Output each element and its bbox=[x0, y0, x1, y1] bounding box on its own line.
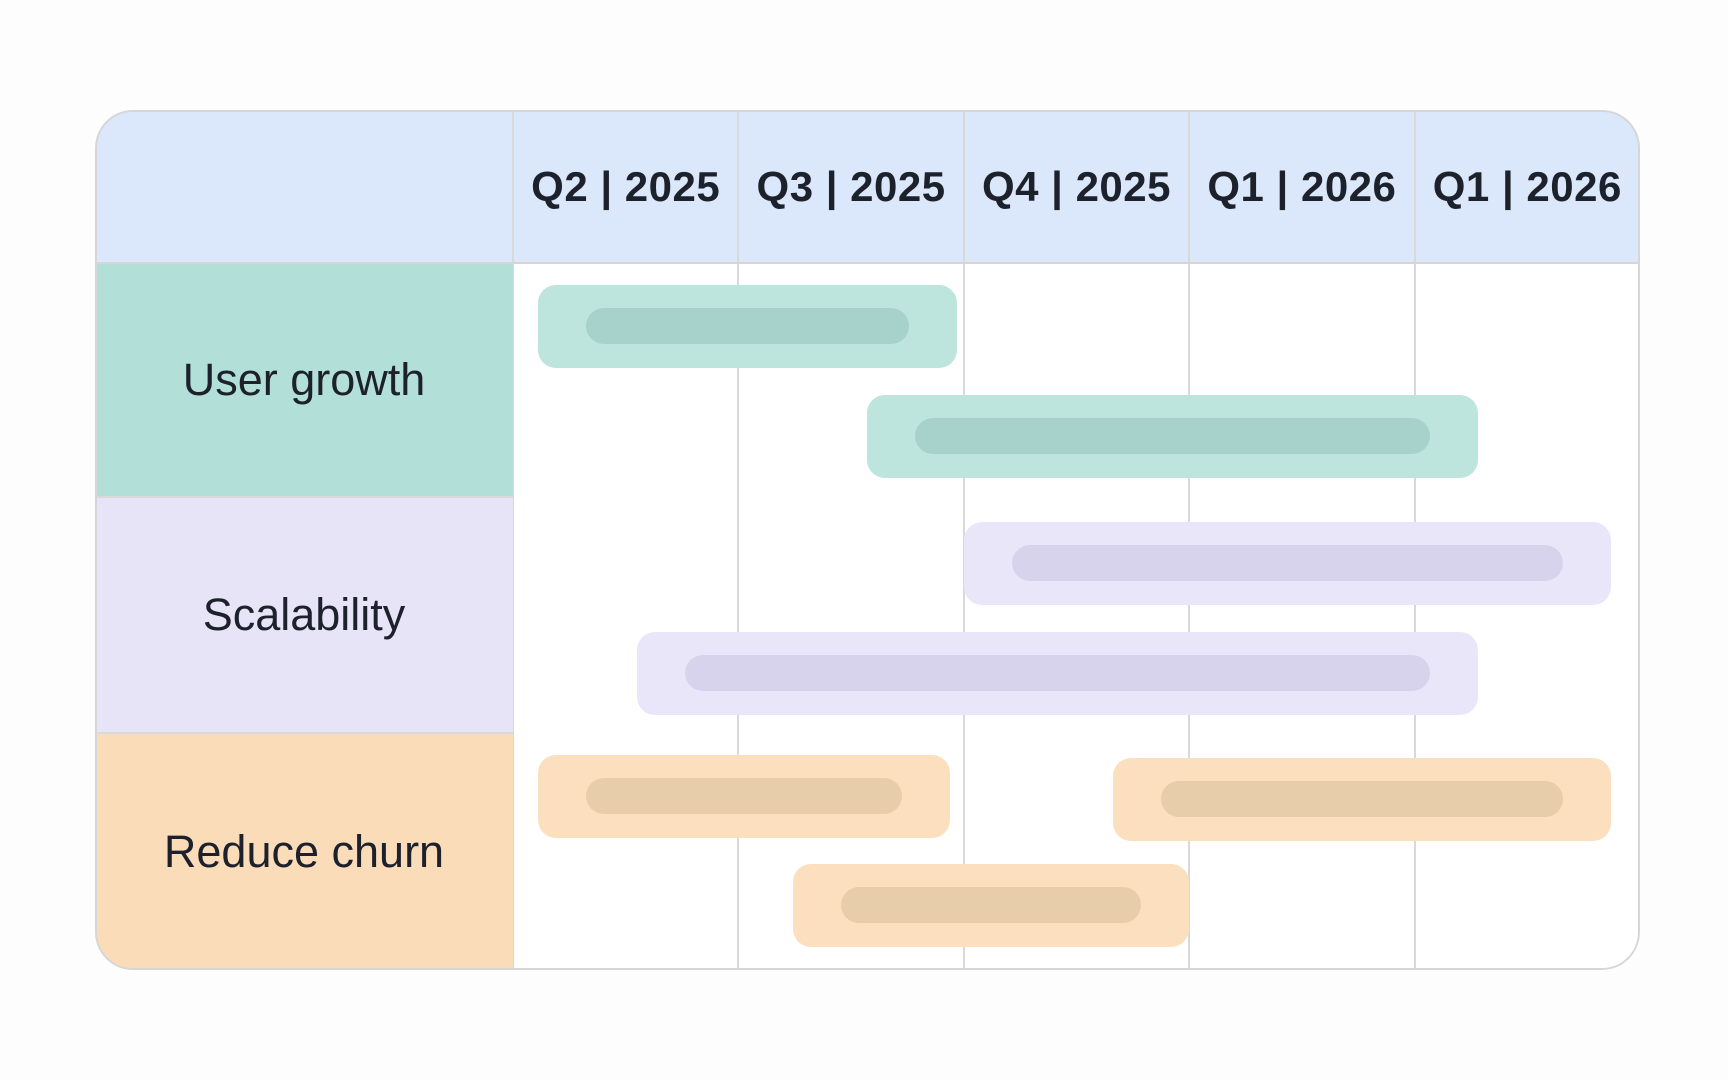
gantt-bar-inner-pill bbox=[840, 887, 1142, 923]
column-gridline bbox=[737, 110, 740, 970]
timeline-header-background bbox=[95, 110, 1640, 263]
timeline-header-quarter: Q1 | 2026 bbox=[1207, 162, 1397, 210]
gantt-bar-inner-pill bbox=[914, 418, 1430, 454]
header-divider bbox=[95, 262, 1640, 264]
gantt-bar[interactable] bbox=[637, 632, 1478, 715]
gantt-bar[interactable] bbox=[537, 285, 957, 368]
row-label-user-growth: User growth bbox=[95, 263, 513, 497]
timeline-header-quarter: Q1 | 2026 bbox=[1432, 162, 1622, 210]
gantt-bar[interactable] bbox=[792, 864, 1190, 947]
row-label-reduce-churn: Reduce churn bbox=[95, 733, 513, 970]
gantt-bar-inner-pill bbox=[585, 308, 909, 344]
timeline-header-quarter: Q2 | 2025 bbox=[531, 162, 721, 210]
gantt-bar[interactable] bbox=[537, 755, 951, 838]
gantt-bar-inner-pill bbox=[1011, 545, 1563, 581]
timeline-header-quarter: Q4 | 2025 bbox=[981, 162, 1172, 210]
gantt-bar[interactable] bbox=[963, 522, 1611, 605]
gantt-roadmap-table: Q2 | 2025 Q3 | 2025 Q4 | 2025 Q1 | 2026 Q1 |… bbox=[95, 110, 1640, 970]
row-divider bbox=[95, 496, 513, 498]
row-label-scalability: Scalability bbox=[95, 497, 513, 733]
gantt-bar[interactable] bbox=[866, 395, 1478, 478]
timeline-header-quarter: Q3 | 2025 bbox=[756, 162, 946, 210]
column-gridline bbox=[512, 110, 514, 970]
gantt-bar[interactable] bbox=[1112, 758, 1611, 841]
row-divider bbox=[95, 732, 513, 734]
gantt-bar-inner-pill bbox=[685, 655, 1430, 691]
gantt-bar-inner-pill bbox=[585, 778, 903, 814]
gantt-bar-inner-pill bbox=[1160, 781, 1563, 817]
